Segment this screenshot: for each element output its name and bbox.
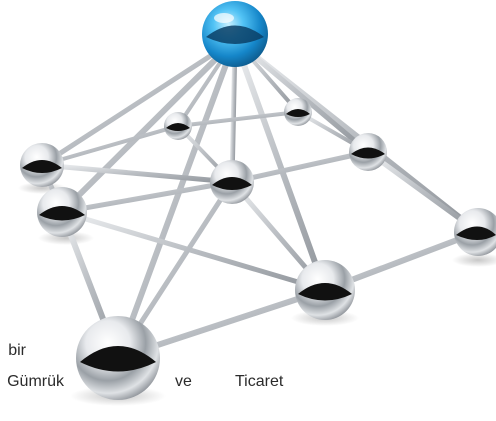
blue-hub-sphere: [202, 1, 268, 67]
chrome-node-spheres: [20, 98, 496, 400]
connecting-rods: [39, 37, 481, 361]
caption-fragment-gumruk: Gümrük: [7, 373, 64, 390]
caption-word-ticaret: Ticaret: [235, 373, 284, 390]
caption-word-ve: ve: [175, 373, 192, 390]
caption-fragment-bir: bir: [8, 342, 26, 359]
